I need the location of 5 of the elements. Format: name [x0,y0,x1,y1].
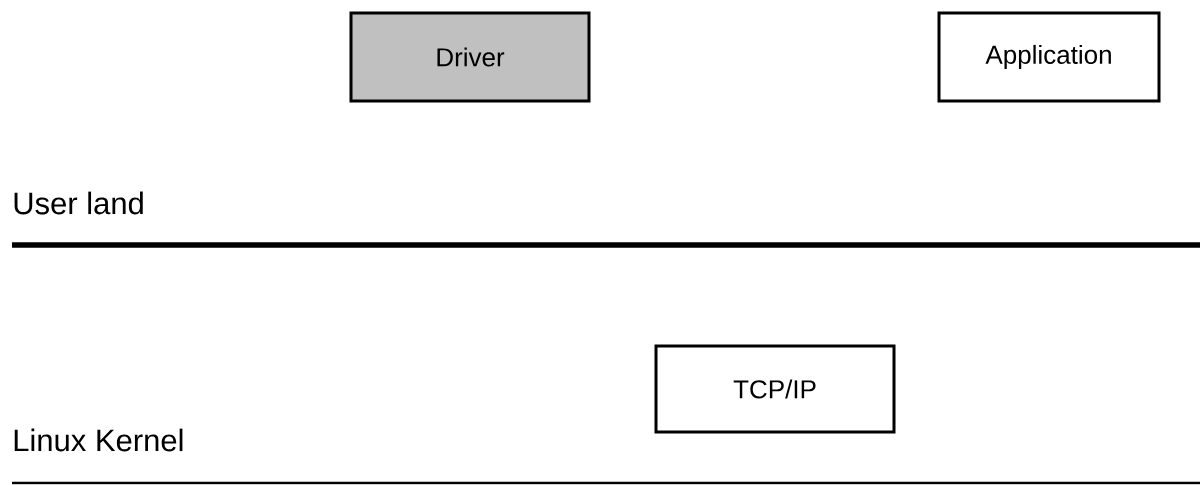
layer-label: User land [14,191,143,215]
process-box: TCP/IP [654,344,896,434]
layer-label: Linux Kernel [14,428,183,452]
process-box: Driver [349,11,591,103]
process-box: Application [937,11,1161,103]
